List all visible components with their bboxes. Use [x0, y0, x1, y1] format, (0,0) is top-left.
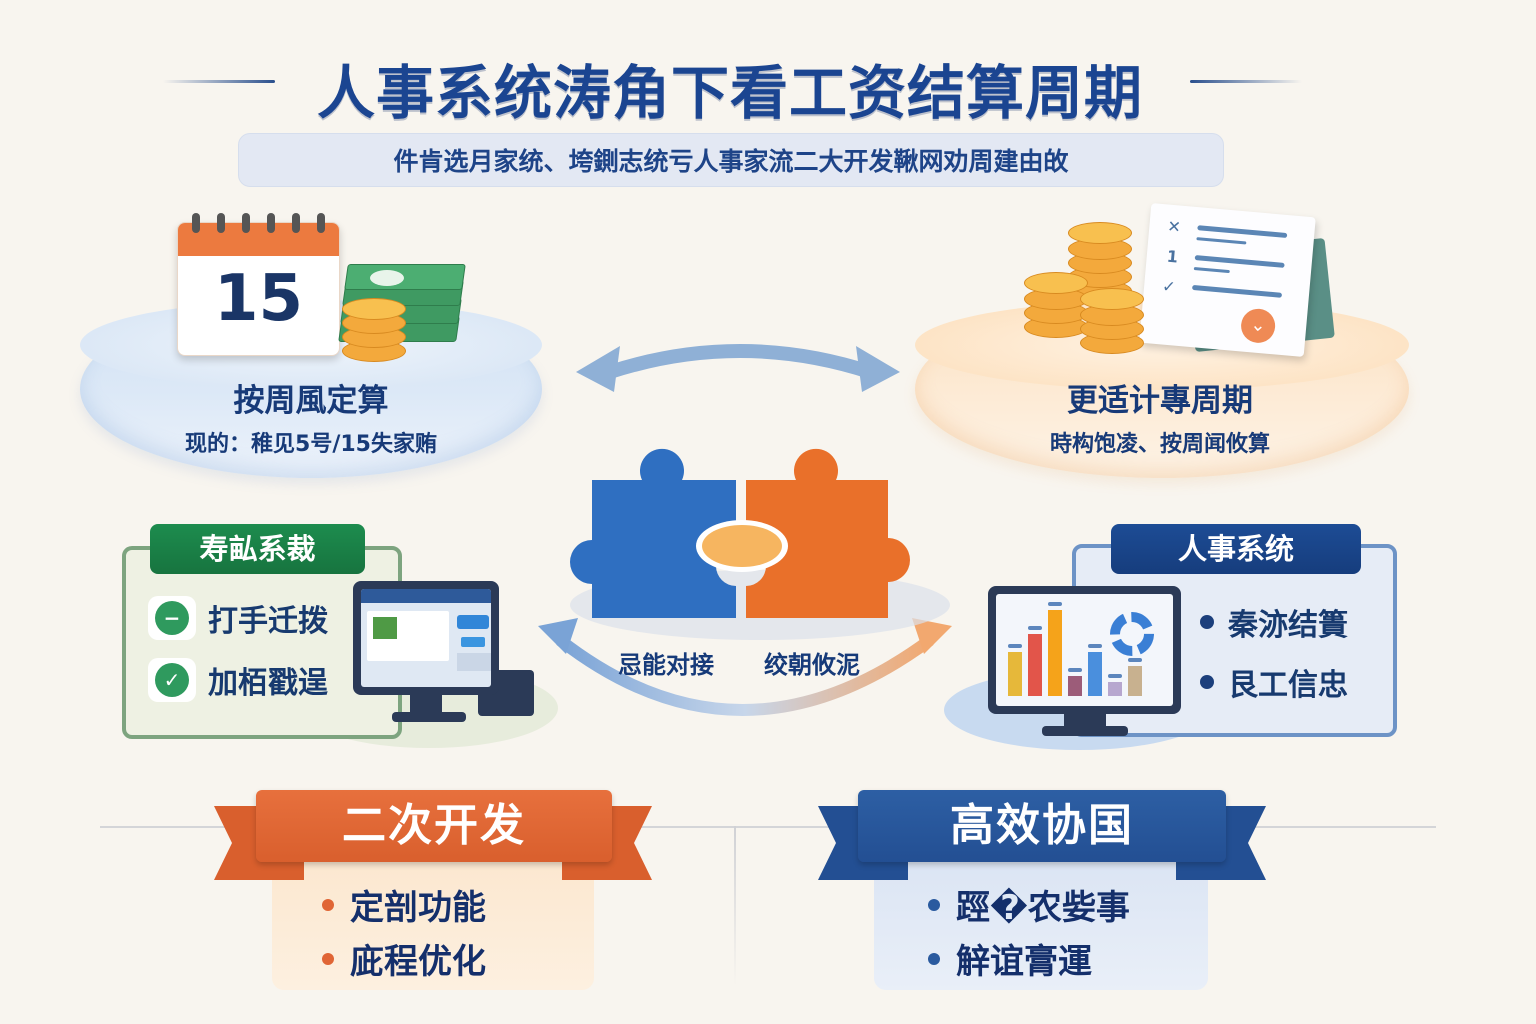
monitor-base — [392, 712, 466, 722]
bottom-divider — [100, 826, 1436, 828]
left-pedestal-subtitle: 现的：稚见5号/15失家贿 — [185, 432, 437, 457]
center-label-right: 绞朝攸泥 — [764, 651, 860, 679]
calendar-icon: 15 — [177, 222, 340, 356]
puzzle-icon — [570, 448, 910, 618]
chart-bar-label — [1008, 644, 1022, 648]
monitor-base — [1042, 726, 1128, 736]
subtitle-banner: 件肯选月家统、垮鍘志统亏人事家流二大开发鞦网劝周建由敀 — [238, 133, 1224, 187]
puzzle-piece-blue — [570, 448, 736, 618]
bottom-left-item: 庛程优化 — [322, 934, 486, 983]
calendar-ring — [242, 213, 250, 233]
bullet-dot — [322, 898, 334, 911]
monitor-icon — [353, 581, 499, 695]
chart-bar-label — [1108, 674, 1122, 678]
chart-bar-label — [1048, 602, 1062, 606]
left-pedestal-title: 按周風定算 — [233, 383, 389, 419]
check-circle-icon: ✓ — [148, 658, 196, 702]
minus-circle-icon: − — [148, 596, 196, 640]
left-panel-tag: 寿畆系裁 — [150, 524, 365, 574]
chart-bar — [1128, 666, 1142, 696]
ribbon-efficient-collab: 高效协国 — [858, 790, 1226, 862]
ribbon-secondary-dev: 二次开发 — [256, 790, 612, 862]
calendar-ring — [217, 213, 225, 233]
center-label-left: 忌能对接 — [618, 651, 714, 679]
bullet-dot — [928, 952, 940, 965]
double-arrow-icon — [576, 344, 900, 392]
left-panel-item: − 打手迁拨 — [148, 596, 328, 640]
calendar-ring — [192, 213, 200, 233]
chart-bar-label — [1068, 668, 1082, 672]
right-panel-item: 艮工信忠 — [1200, 660, 1348, 704]
right-pedestal-subtitle: 時构饱凌、按周闻攸算 — [1049, 432, 1270, 457]
monitor-stand — [1064, 712, 1106, 728]
bullet-dot — [1200, 675, 1214, 689]
chart-bar — [1068, 676, 1082, 696]
right-pedestal-title: 更适计專周期 — [1067, 383, 1253, 419]
monitor-stand — [410, 694, 442, 714]
calendar-ring — [292, 213, 300, 233]
gear-icon — [1110, 612, 1154, 656]
chart-bar — [1108, 682, 1122, 696]
chart-bar-label — [1028, 626, 1042, 630]
bottom-right-item: 觪谊膏運 — [928, 934, 1092, 983]
bottom-left-card — [272, 840, 594, 990]
center-divider — [734, 826, 736, 986]
chart-bar — [1088, 652, 1102, 696]
title-decor-line-left — [163, 80, 275, 83]
title-decor-line-right — [1190, 80, 1302, 83]
monitor-icon — [988, 586, 1181, 714]
calendar-ring — [317, 213, 325, 233]
calendar-ring — [267, 213, 275, 233]
bullet-dot — [322, 952, 334, 965]
chart-bar — [1008, 652, 1022, 696]
calendar-day: 15 — [213, 262, 304, 336]
right-panel-tag: 人事系统 — [1111, 524, 1361, 574]
chevron-down-icon: ⌄ — [1239, 307, 1277, 345]
bar-chart-icon — [996, 594, 1173, 706]
bottom-left-item: 定剖功能 — [322, 880, 486, 929]
bottom-right-card — [874, 840, 1208, 990]
chart-bar — [1028, 634, 1042, 696]
puzzle-piece-orange — [746, 448, 910, 618]
right-panel-item: 秦洂结簣 — [1200, 600, 1348, 644]
checklist-document-icon: ✕ 1 ✓ ⌄ — [1139, 203, 1316, 357]
chart-bar-label — [1128, 658, 1142, 662]
bottom-right-item: 踁�农姕事 — [928, 880, 1130, 929]
page-title: 人事系统涛角下看工资结算周期 — [316, 59, 1143, 127]
chart-bar-label — [1088, 644, 1102, 648]
bullet-dot — [1200, 615, 1214, 629]
chart-bar — [1048, 610, 1062, 696]
bullet-dot — [928, 898, 940, 911]
left-panel-item: ✓ 加栢戳逞 — [148, 658, 328, 702]
subtitle-text: 件肯选月家统、垮鍘志统亏人事家流二大开发鞦网劝周建由敀 — [393, 147, 1069, 176]
puzzle-connector — [696, 520, 788, 572]
